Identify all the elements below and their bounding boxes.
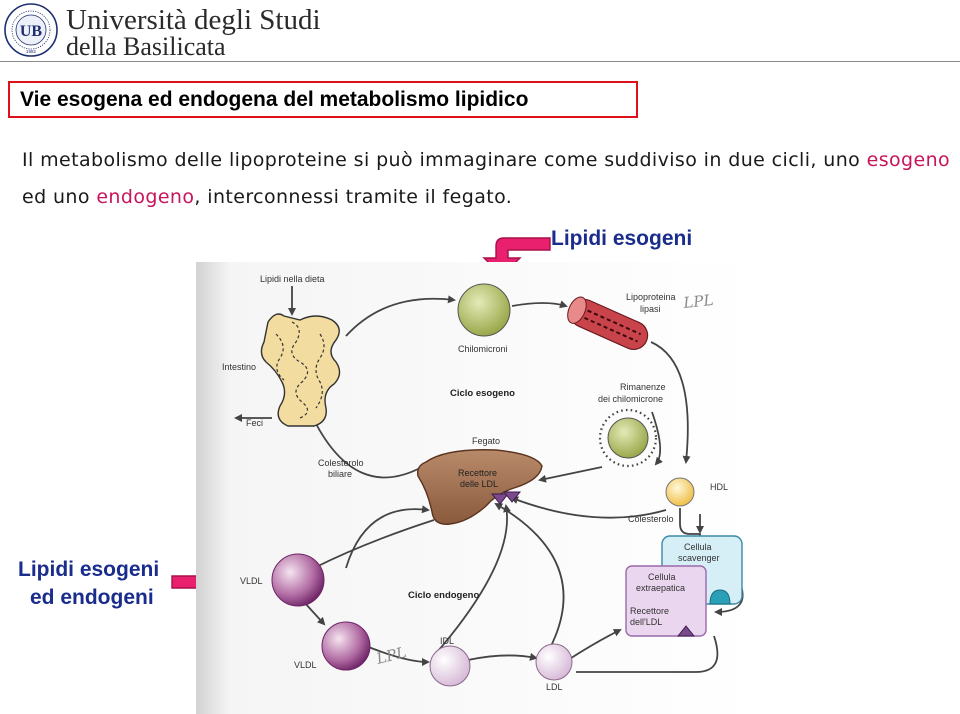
callout-lipidi-esogeni: Lipidi esogeni	[551, 227, 693, 250]
university-name-line1: Università degli Studi	[66, 4, 321, 36]
label-fegato: Fegato	[472, 436, 500, 446]
arrow-rimanenze-liver	[651, 411, 663, 466]
slide-title-box	[8, 81, 638, 118]
label-ldl: LDL	[546, 682, 563, 692]
chilomicroni-particle	[457, 283, 511, 337]
label-extraepatica: extraepatica	[636, 583, 685, 593]
label-dell-ldl: dell'LDL	[630, 617, 662, 627]
arrow-chilomicroni-lipasi	[511, 300, 568, 309]
hdl-particle	[665, 477, 695, 507]
label-lipasi: lipasi	[640, 304, 661, 314]
label-ciclo-esogeno: Ciclo esogeno	[450, 388, 515, 399]
lipoproteina-lipasi-vessel	[567, 296, 649, 350]
label-biliare: biliare	[328, 469, 352, 479]
arrow-ldl-cellula	[567, 629, 622, 661]
arrow-ldl-liver	[494, 502, 565, 653]
arrow-idl-ldl	[467, 652, 538, 661]
highlight-endogeno: endogeno	[96, 186, 195, 208]
label-cellula-scavenger: Cellula	[684, 542, 712, 552]
highlight-esogeno: esogeno	[866, 149, 951, 171]
label-vldl-1: VLDL	[240, 576, 263, 586]
label-cellula-extra: Cellula	[648, 572, 676, 582]
arrow-vldl-vldl	[303, 601, 326, 626]
arrow-liver-vldl	[312, 519, 435, 569]
label-feci: Feci	[246, 418, 263, 428]
vldl-particle-1	[271, 553, 325, 607]
label-chilomicroni: Chilomicroni	[458, 344, 508, 354]
label-hdl: HDL	[710, 482, 728, 492]
idl-particle	[429, 645, 471, 687]
body-text-part1: Il metabolismo delle lipoproteine si può…	[22, 149, 867, 171]
label-delle-ldl: delle LDL	[460, 479, 498, 489]
callout-lipidi-esogeni-endogeni-line2: ed endogeni	[30, 586, 154, 609]
label-colesterolo: Colesterolo	[628, 514, 674, 524]
arrow-idl-liver	[431, 504, 511, 659]
label-idl: IDL	[440, 636, 454, 646]
arrow-lipasi-hdl	[650, 341, 691, 464]
rimanenze-chilomicrone-particle	[598, 408, 658, 468]
intestino-illustration	[260, 313, 341, 427]
arrow-hdl-liver	[510, 496, 667, 519]
arrow-intestino-chilomicroni	[345, 295, 456, 337]
body-paragraph: Il metabolismo delle lipoproteine si può…	[22, 142, 952, 216]
arrow-endo-loop-top	[345, 505, 430, 569]
seal-year: 1982	[26, 49, 37, 54]
body-text-part3: , interconnessi tramite il fegato.	[194, 186, 513, 208]
handwritten-lpl-1: LPL	[682, 291, 715, 312]
label-scavenger: scavenger	[678, 553, 720, 563]
ldl-particle	[535, 643, 573, 681]
arrow-vldl-idl	[365, 645, 430, 666]
label-dei-chilomicrone: dei chilomicrone	[598, 394, 663, 404]
university-seal-logo: UB 1982	[4, 3, 58, 57]
arrow-rimanenze-fegato	[538, 466, 603, 483]
callout-lipidi-esogeni-endogeni-line1: Lipidi esogeni	[18, 558, 160, 581]
fegato-liver	[416, 449, 543, 525]
label-colesterolo-biliare: Colesterolo	[318, 458, 364, 468]
label-lipoproteina: Lipoproteina	[626, 292, 676, 302]
label-vldl-2: VLDL	[294, 660, 317, 670]
vldl-particle-2	[321, 621, 371, 671]
body-text-part2: ed uno	[22, 186, 97, 208]
slide-title: Vie esogena ed endogena del metabolismo …	[20, 88, 529, 111]
seal-monogram: UB	[20, 23, 43, 40]
arrow-hdl-colesterolo	[679, 508, 701, 544]
lipid-metabolism-diagram: Lipidi nella dieta Intestino Feci Chilom…	[196, 262, 760, 714]
arrow-liver-intestino	[313, 418, 423, 479]
label-intestino: Intestino	[222, 362, 256, 372]
label-lipidi-dieta: Lipidi nella dieta	[260, 274, 325, 284]
header-divider	[0, 61, 960, 62]
arrow-extra-ldl	[576, 635, 719, 673]
label-recettore-dell-ldl: Recettore	[630, 606, 669, 616]
label-recettore-ldl: Recettore	[458, 468, 497, 478]
label-ciclo-endogeno: Ciclo endogeno	[408, 590, 479, 601]
cellula-extraepatica	[625, 565, 707, 637]
university-name-line2: della Basilicata	[66, 32, 226, 61]
label-rimanenze: Rimanenze	[620, 382, 666, 392]
